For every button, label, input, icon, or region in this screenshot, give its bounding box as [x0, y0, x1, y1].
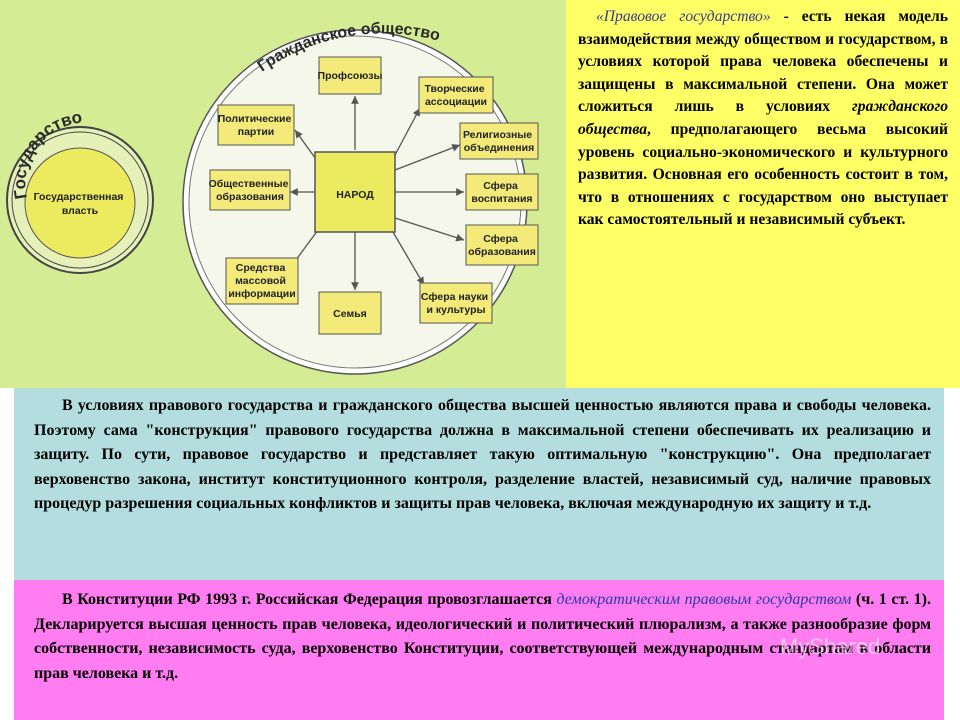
state-power-label: Государственная власть: [34, 191, 127, 217]
definition-text: «Правовое государство» - есть некая моде…: [578, 8, 948, 229]
svg-text:Семья: Семья: [333, 308, 367, 320]
definition-italic: гражданского общества: [578, 98, 948, 138]
box-parties: Политические партии: [217, 104, 295, 146]
svg-text:Политические партии: Политические партии: [218, 113, 295, 138]
values-panel: В условиях правового государства и гражд…: [14, 388, 944, 580]
definition-panel: «Правовое государство» - есть некая моде…: [566, 0, 960, 388]
state-inner-ring: [11, 131, 149, 269]
state-power-circle: [24, 147, 136, 259]
svg-text:Общественные образован: Общественные образования: [209, 178, 292, 203]
svg-text:Сфера науки и культуры: Сфера науки и культуры: [421, 291, 491, 316]
box-public-orgs: Общественные образования: [209, 169, 292, 211]
civil-society-diagram: Государство Государственная власть Гражд…: [6, 20, 539, 375]
svg-text:Религиозные объединени: Религиозные объединения: [463, 129, 535, 154]
constitution-paragraph: В Конституции РФ 1993 г. Российская Феде…: [34, 591, 932, 682]
values-paragraph: В условиях правового государства и гражд…: [34, 397, 931, 512]
box-science: Сфера науки и культуры: [419, 282, 493, 324]
box-religious: Религиозные объединения: [459, 122, 539, 160]
box-media: Средства массовой информации: [225, 257, 299, 305]
box-creative: Творческие ассоциации: [418, 76, 494, 114]
center-label: НАРОД: [336, 189, 374, 201]
watermark: MyShared: [780, 634, 881, 659]
box-education: Сфера образования: [465, 224, 539, 266]
box-unions: Профсоюзы: [318, 56, 383, 95]
svg-text:Средства массовой: Средства массовой информации: [228, 262, 295, 300]
svg-text:Профсоюзы: Профсоюзы: [318, 70, 383, 82]
svg-text:Сфера образования: Сфера образования: [468, 233, 536, 258]
constitution-highlight: демократическим правовым государством: [556, 591, 852, 608]
box-upbringing: Сфера воспитания: [465, 173, 539, 211]
box-family: Семья: [318, 291, 382, 335]
svg-text:Творческие ассоциации: Творческие ассоциации: [424, 83, 487, 108]
diagram-panel: Государство Государственная власть Гражд…: [0, 0, 566, 388]
svg-text:Сфера воспитания: Сфера воспитания: [471, 180, 532, 205]
arrows: [289, 96, 465, 290]
center-box: [314, 151, 396, 233]
constitution-panel: В Конституции РФ 1993 г. Российская Феде…: [14, 580, 944, 720]
definition-term: Правовое государство: [603, 8, 763, 25]
